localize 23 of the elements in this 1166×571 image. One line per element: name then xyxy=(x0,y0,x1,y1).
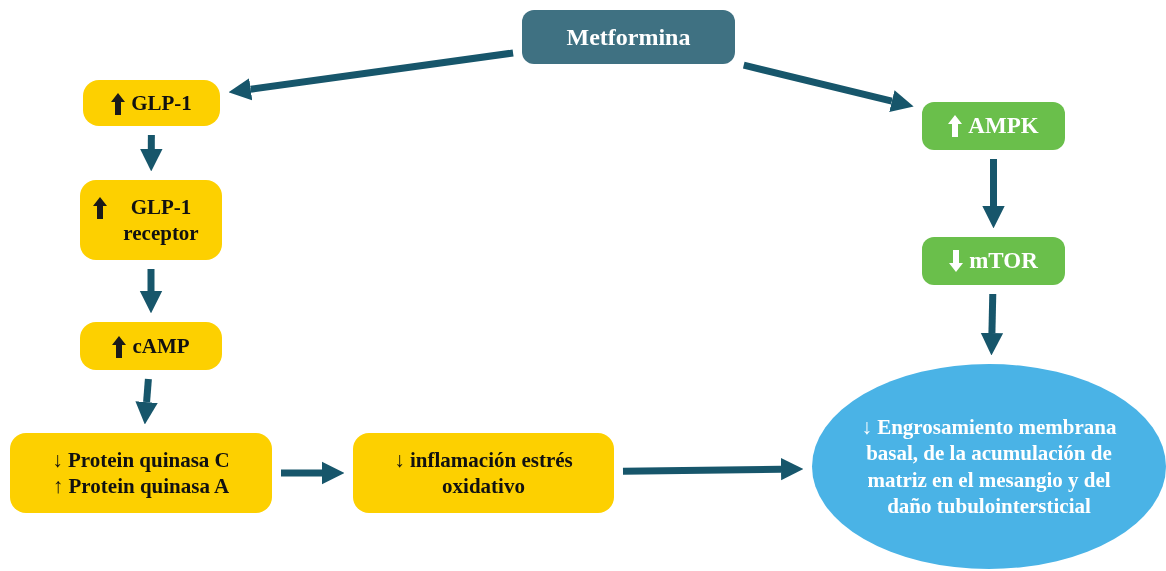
node-label: ↓ Engrosamiento membrana basal, de la acumulación de matriz en el mesangio y del daño tubulointersticial xyxy=(860,414,1118,519)
arrow xyxy=(980,293,1004,356)
process-box xyxy=(80,180,222,260)
node-label: ↓ inflamación estrés oxidativo xyxy=(393,446,574,500)
process-box xyxy=(10,433,272,513)
node-label: Metformina xyxy=(566,23,691,52)
process-box xyxy=(922,237,1065,285)
process-box xyxy=(522,10,735,64)
process-box xyxy=(83,80,220,126)
arrow xyxy=(228,49,514,101)
node-label: GLP-1 receptor xyxy=(122,193,200,247)
node-label: ↓ Protein quinasa C xyxy=(52,446,230,473)
process-box xyxy=(80,322,222,370)
process-box xyxy=(353,433,614,513)
node-label: cAMP xyxy=(132,332,190,360)
arrow xyxy=(622,458,804,481)
node-label: mTOR xyxy=(969,246,1038,275)
arrow xyxy=(742,61,914,113)
node-label: GLP-1 xyxy=(131,89,192,117)
node-label: ↑ Protein quinasa A xyxy=(52,473,230,500)
arrow xyxy=(135,378,158,425)
process-box xyxy=(922,102,1065,150)
node-label: AMPK xyxy=(968,111,1039,140)
